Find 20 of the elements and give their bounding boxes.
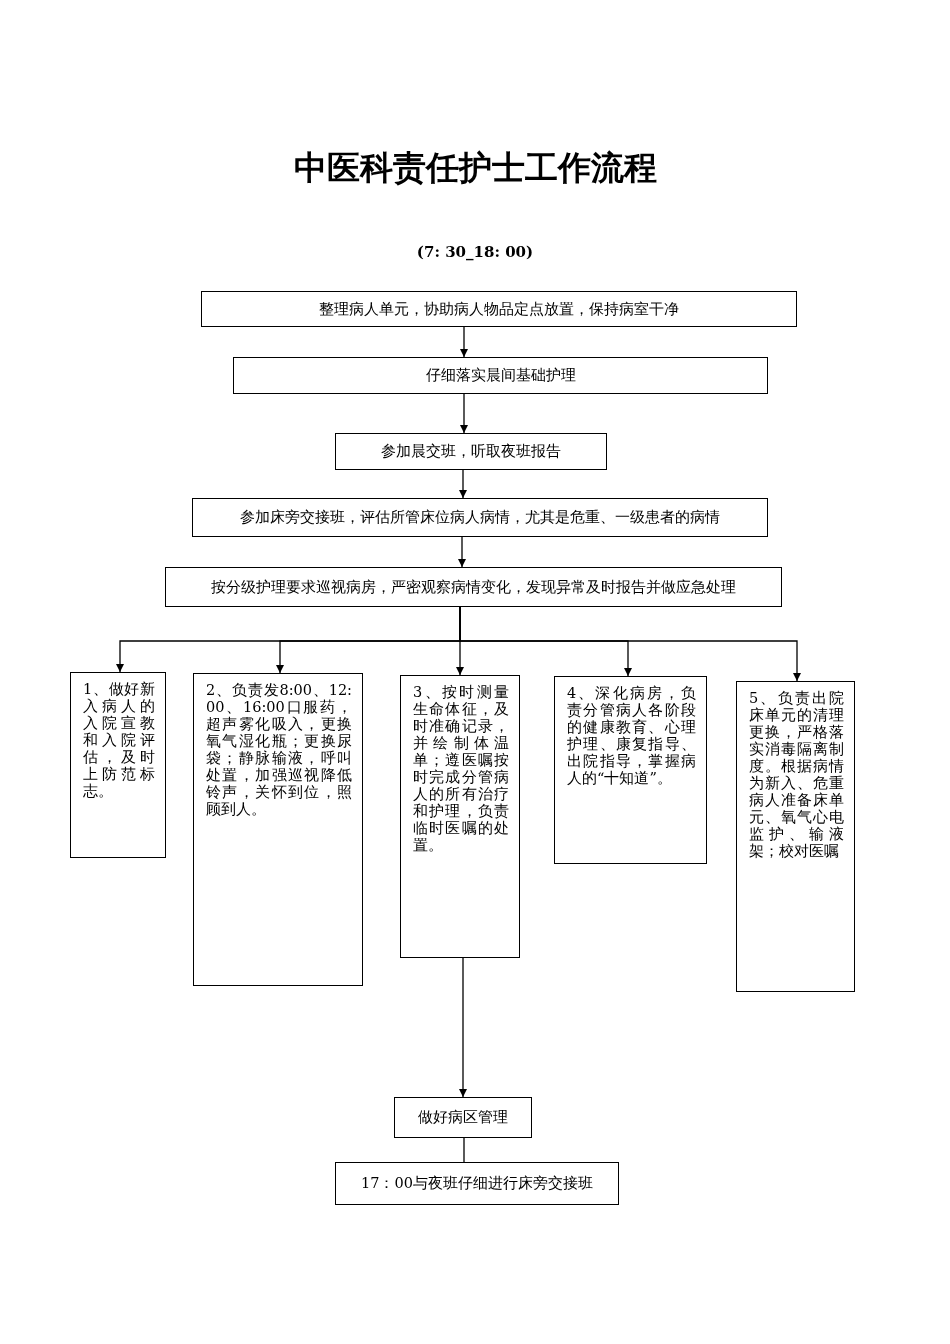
process-box: 2、负责发8:00、12:00、16:00口服药，超声雾化吸入，更换氧气湿化瓶；更换尿袋；静脉输液，呼叫处置，加强巡视降低铃声，关怀到位，照顾到人。 (193, 673, 363, 986)
process-box: 17：00与夜班仔细进行床旁交接班 (335, 1162, 619, 1205)
process-box: 3、按时测量生命体征，及时准确记录，并绘制体温单；遵医嘱按时完成分管病人的所有治疗和护理，负责临时医嘱的处置。 (400, 675, 520, 958)
arrow (458, 536, 466, 568)
arrow (459, 957, 467, 1098)
process-box: 参加晨交班，听取夜班报告 (335, 433, 607, 470)
process-box: 1、做好新入病人的入院宣教和入院评估，及时上防范标志。 (70, 672, 166, 858)
process-box: 参加床旁交接班，评估所管床位病人病情，尤其是危重、一级患者的病情 (192, 498, 768, 537)
process-box: 做好病区管理 (394, 1097, 532, 1138)
arrow (460, 393, 468, 434)
process-box: 5、负责出院床单元的清理更换，严格落实消毒隔离制度。根据病情为新入、危重病人准备床单元、氧气心电监护、输液架；校对医嘱 (736, 681, 855, 992)
process-box: 整理病人单元，协助病人物品定点放置，保持病室干净 (201, 291, 797, 327)
process-box: 按分级护理要求巡视病房，严密观察病情变化，发现异常及时报告并做应急处理 (165, 567, 782, 607)
process-box: 仔细落实晨间基础护理 (233, 357, 768, 394)
arrow (459, 469, 467, 499)
arrow (460, 326, 468, 358)
diagram-title: 中医科责任护士工作流程 (292, 147, 658, 189)
connector-line (463, 1137, 465, 1163)
time-range-label: (7: 30_18: 00) (415, 243, 535, 261)
process-box: 4、深化病房，负责分管病人各阶段的健康教育、心理护理、康复指导、出院指导，掌握病人的“十知道”。 (554, 676, 707, 864)
